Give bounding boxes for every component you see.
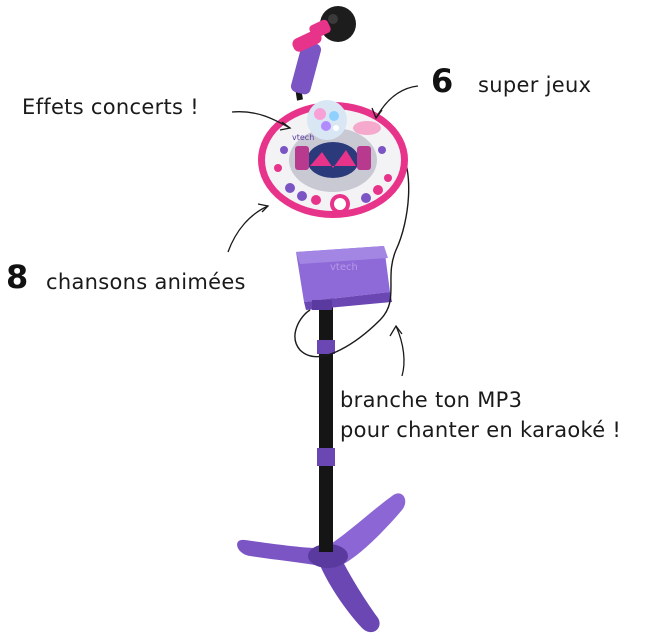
annotation-arrows [227, 85, 419, 377]
games-caption: super jeux [478, 73, 592, 97]
tripod-base [237, 493, 406, 633]
lyrics-holder: vtech [296, 246, 392, 310]
svg-text:vtech: vtech [292, 133, 314, 142]
mp3-caption-line1: branche ton MP3 [340, 388, 523, 412]
songs-count: 8 [6, 258, 29, 296]
effects-caption: Effets concerts ! [22, 95, 199, 119]
audio-cable [294, 149, 410, 358]
stand-pole [317, 296, 335, 552]
svg-text:vtech: vtech [330, 262, 358, 273]
games-count: 6 [431, 62, 454, 100]
songs-caption: chansons animées [46, 270, 246, 294]
mp3-caption-line2: pour chanter en karaoké ! [340, 418, 622, 442]
microphone [290, 6, 356, 101]
karaoke-console: vtech [258, 100, 408, 218]
